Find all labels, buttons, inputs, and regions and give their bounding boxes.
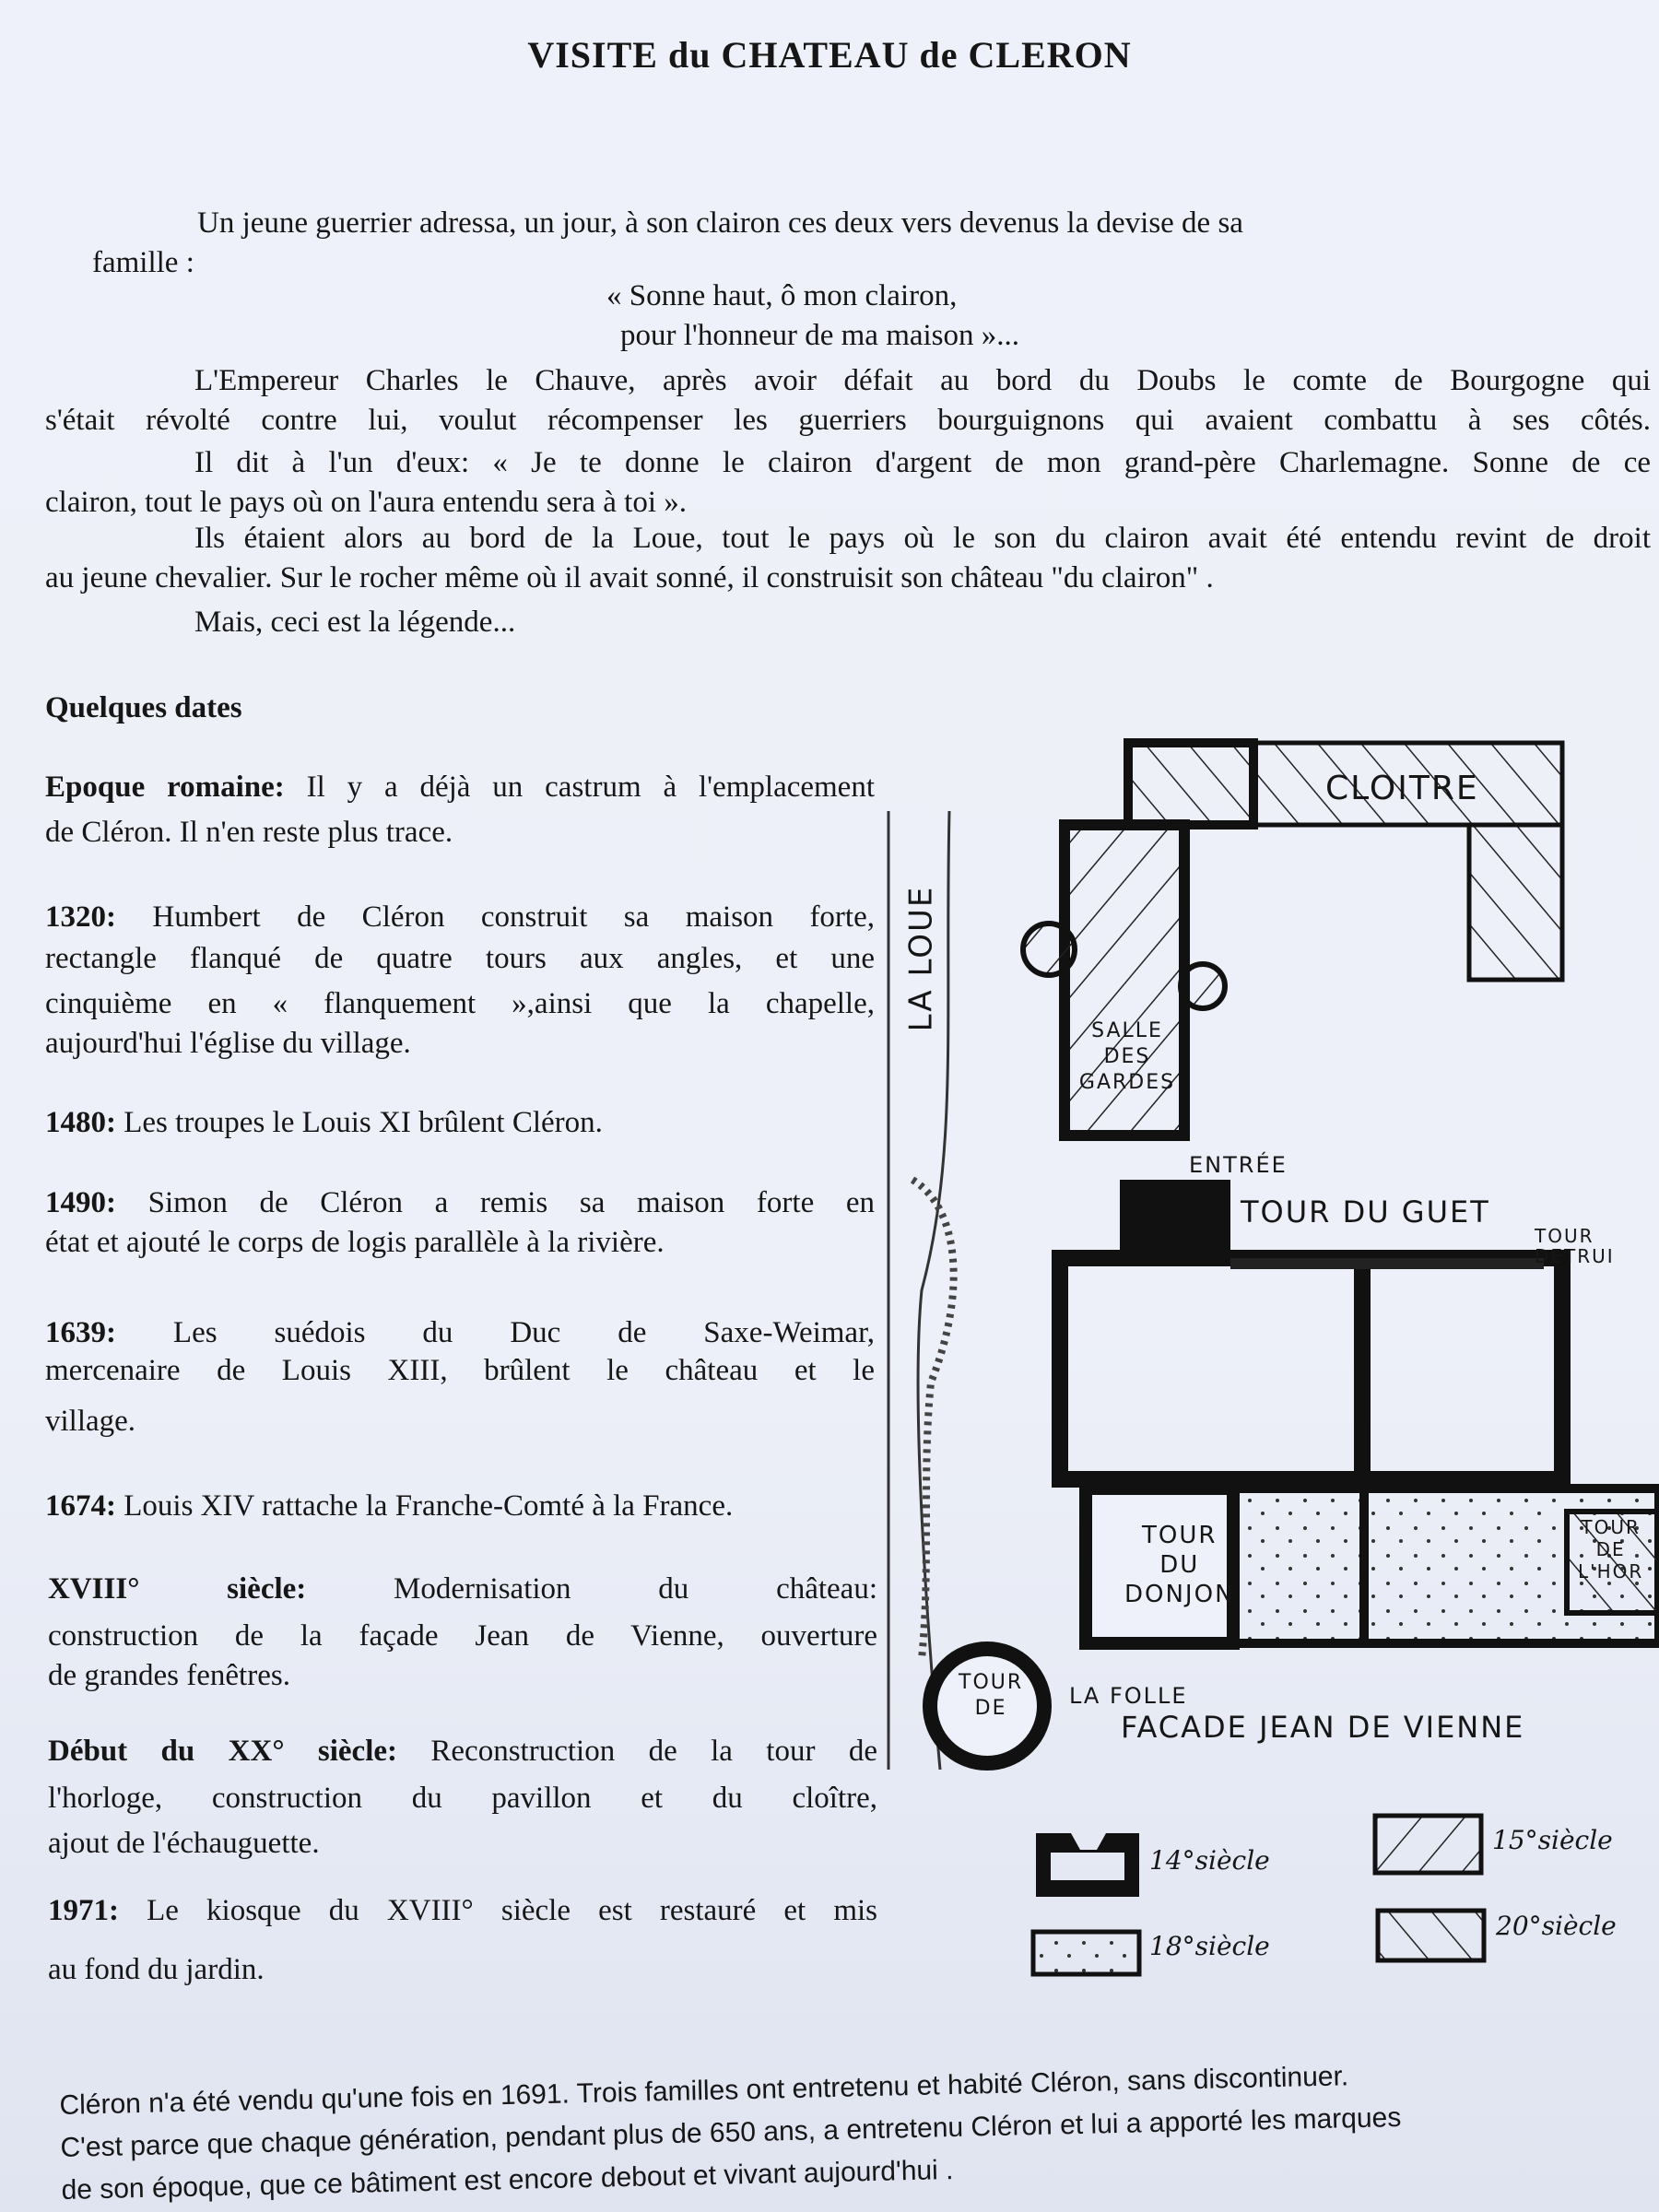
date-entry-line: XVIII° siècle: Modernisation du château: — [48, 1571, 877, 1607]
river-loue — [887, 810, 958, 1771]
date-label: 1971: — [48, 1894, 119, 1927]
date-text: ajout de l'échauguette. — [48, 1827, 320, 1860]
date-text: Louis XIV rattache la Franche-Comté à la… — [116, 1489, 734, 1523]
date-label: Début du XX° siècle: — [48, 1735, 398, 1768]
legend-label-15: 15°siècle — [1492, 1825, 1613, 1855]
date-entry-line: l'horloge, construction du pavillon et d… — [48, 1780, 877, 1817]
date-text: mercenaire de Louis XIII, brûlent le châ… — [45, 1354, 875, 1387]
text-line: Mais, ceci est la légende... — [194, 606, 516, 639]
date-entry-line: 1674: Louis XIV rattache la Franche-Comt… — [45, 1488, 733, 1524]
text-line: Il dit à l'un d'eux: « Je te donne le cl… — [194, 446, 1651, 479]
date-text: Humbert de Cléron construit sa maison fo… — [116, 900, 875, 934]
date-text: Reconstruction de la tour de — [397, 1735, 877, 1768]
date-entry-line: au fond du jardin. — [48, 1951, 265, 1988]
cloitre-wing — [1124, 738, 1565, 982]
text-line: Un jeune guerrier adressa, un jour, à so… — [197, 206, 1243, 240]
date-entry-line: Epoque romaine: Il y a déjà un castrum à… — [45, 769, 875, 806]
date-entry-line: rectangle flanqué de quatre tours aux an… — [45, 940, 875, 977]
plan-label-tour-guet: TOUR DU GUET — [1241, 1194, 1490, 1230]
salle-des-gardes — [1059, 819, 1190, 1141]
date-entry-line: ajout de l'échauguette. — [48, 1825, 320, 1862]
date-text: Il y a déjà un castrum à l'emplacement — [284, 771, 876, 804]
date-text: l'horloge, construction du pavillon et d… — [48, 1782, 877, 1815]
date-text: Modernisation du château: — [306, 1572, 877, 1606]
date-entry-line: état et ajouté le corps de logis parallè… — [45, 1224, 665, 1261]
date-entry-line: aujourd'hui l'église du village. — [45, 1025, 411, 1062]
date-label: 1480: — [45, 1106, 116, 1139]
date-text: Les troupes le Louis XI brûlent Cléron. — [116, 1106, 603, 1139]
date-entry-line: 1480: Les troupes le Louis XI brûlent Cl… — [45, 1104, 603, 1141]
plan-label-entree: ENTRÉE — [1189, 1152, 1288, 1178]
date-text: Simon de Cléron a remis sa maison forte … — [116, 1186, 875, 1219]
date-text: au fond du jardin. — [48, 1953, 265, 1986]
verse-line: « Sonne haut, ô mon clairon, — [606, 279, 958, 312]
text-line: s'était révolté contre lui, voulut récom… — [45, 404, 1651, 437]
date-label: 1320: — [45, 900, 116, 934]
tour-de-la-folle — [923, 1641, 1052, 1771]
date-text: de grandes fenêtres. — [48, 1659, 290, 1692]
legend-label-18: 18°siècle — [1149, 1931, 1270, 1961]
date-text: Les suédois du Duc de Saxe-Weimar, — [116, 1316, 875, 1349]
legend-label-20: 20°siècle — [1496, 1911, 1617, 1941]
date-entry-line: 1971: Le kiosque du XVIII° siècle est re… — [48, 1892, 877, 1929]
date-entry-line: 1320: Humbert de Cléron construit sa mai… — [45, 899, 875, 935]
date-text: état et ajouté le corps de logis parallè… — [45, 1226, 665, 1259]
date-entry-line: construction de la façade Jean de Vienne… — [48, 1618, 877, 1654]
date-label: 1490: — [45, 1186, 116, 1219]
plan-label-folle-2: LA FOLLE — [1069, 1683, 1188, 1709]
text-line: L'Empereur Charles le Chauve, après avoi… — [194, 364, 1651, 397]
date-entry-line: Début du XX° siècle: Reconstruction de l… — [48, 1733, 877, 1770]
verse-line: pour l'honneur de ma maison »... — [620, 319, 1020, 352]
date-label: 1674: — [45, 1489, 116, 1523]
date-text: de Cléron. Il n'en reste plus trace. — [45, 816, 453, 849]
legend-label-14: 14°siècle — [1149, 1845, 1270, 1876]
date-text: aujourd'hui l'église du village. — [45, 1027, 411, 1060]
date-text: construction de la façade Jean de Vienne… — [48, 1619, 877, 1653]
date-text: village. — [45, 1405, 136, 1438]
date-entry-line: cinquième en « flanquement »,ainsi que l… — [45, 985, 875, 1022]
date-entry-line: village. — [45, 1403, 135, 1440]
plan-label-cloitre: CLOITRE — [1325, 770, 1479, 807]
date-label: 1639: — [45, 1316, 116, 1349]
text-line: famille : — [92, 246, 194, 279]
facade-block — [1079, 1482, 1659, 1650]
plan-label-facade: FACADE JEAN DE VIENNE — [1121, 1710, 1525, 1745]
date-entry-line: 1639: Les suédois du Duc de Saxe-Weimar, — [45, 1314, 875, 1351]
main-building — [1052, 1180, 1571, 1488]
date-label: XVIII° siècle: — [48, 1572, 307, 1606]
text-line: clairon, tout le pays où on l'aura enten… — [45, 486, 687, 519]
text-line: Ils étaient alors au bord de la Loue, to… — [194, 522, 1651, 555]
date-text: Le kiosque du XVIII° siècle est restauré… — [119, 1894, 877, 1927]
date-label: Epoque romaine: — [45, 771, 285, 804]
date-entry-line: 1490: Simon de Cléron a remis sa maison … — [45, 1184, 875, 1221]
date-entry-line: mercenaire de Louis XIII, brûlent le châ… — [45, 1352, 875, 1389]
date-entry-line: de grandes fenêtres. — [48, 1657, 290, 1694]
date-text: cinquième en « flanquement »,ainsi que l… — [45, 987, 875, 1020]
text-line: au jeune chevalier. Sur le rocher même o… — [45, 561, 1214, 594]
page-title: VISITE du CHATEAU de CLERON — [527, 34, 1132, 76]
dates-heading: Quelques dates — [45, 691, 242, 724]
plan-label-river: LA LOUE — [902, 885, 940, 1032]
date-entry-line: de Cléron. Il n'en reste plus trace. — [45, 814, 453, 851]
date-text: rectangle flanqué de quatre tours aux an… — [45, 942, 875, 975]
